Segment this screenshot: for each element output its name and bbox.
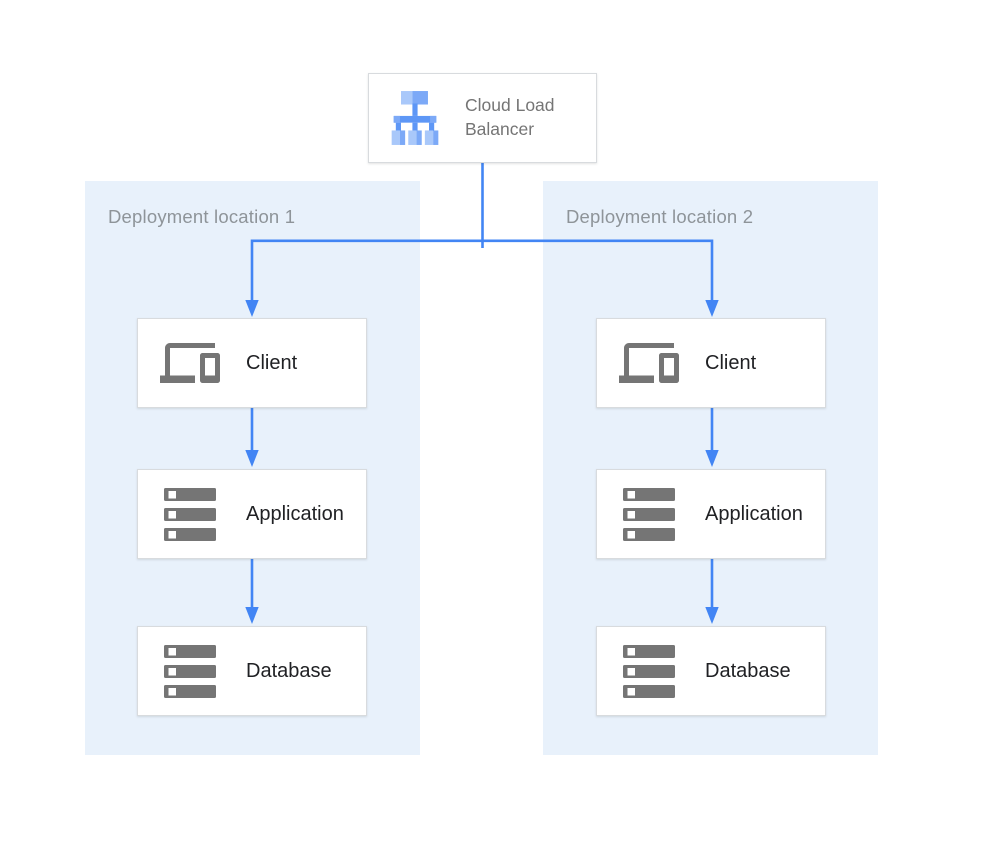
- zone-label: Deployment location 2: [566, 206, 754, 227]
- devices-icon: [617, 338, 681, 388]
- server-stack-icon: [158, 644, 222, 698]
- server-stack-icon: [158, 487, 222, 541]
- node-database-1: Database: [137, 626, 367, 716]
- devices-icon: [158, 338, 222, 388]
- node-label: Cloud Load Balancer: [465, 95, 555, 139]
- node-client-1: Client: [137, 318, 367, 408]
- node-label: Client: [705, 351, 757, 374]
- node-label: Database: [246, 659, 332, 682]
- node-application-1: Application: [137, 469, 367, 559]
- node-label: Application: [705, 502, 803, 525]
- zone-label: Deployment location 1: [108, 206, 296, 227]
- node-client-2: Client: [596, 318, 826, 408]
- node-label: Client: [246, 351, 298, 374]
- server-stack-icon: [617, 487, 681, 541]
- load-balancer-icon: [389, 90, 441, 146]
- node-cloud-load-balancer: Cloud Load Balancer: [368, 73, 597, 163]
- node-label: Database: [705, 659, 791, 682]
- node-application-2: Application: [596, 469, 826, 559]
- node-label: Application: [246, 502, 344, 525]
- server-stack-icon: [617, 644, 681, 698]
- node-database-2: Database: [596, 626, 826, 716]
